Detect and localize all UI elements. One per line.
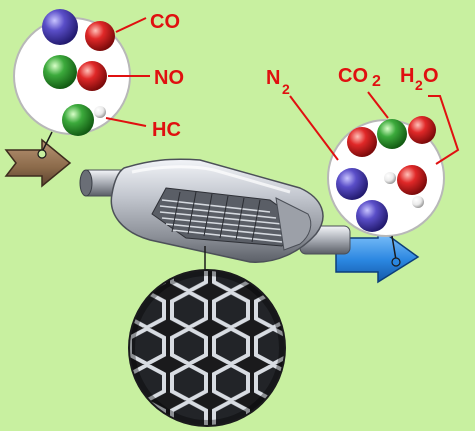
input-gases-bubble [13, 9, 150, 159]
label-co2-base: CO [338, 65, 368, 87]
co2-molecule-oxygen-right [408, 116, 436, 144]
hc-leader [105, 117, 147, 127]
label-no: NO [154, 67, 184, 89]
h2o-molecule-oxygen [397, 165, 427, 195]
input-bubble-pointer [41, 131, 53, 153]
label-h2o-o: O [423, 65, 439, 87]
co2-molecule-oxygen-left [347, 127, 377, 157]
honeycomb-cross-section [128, 269, 286, 427]
n2-leader [289, 95, 339, 161]
n2-molecule-nitrogen-lower [356, 200, 388, 232]
h2o-molecule-hydrogen-left [384, 172, 396, 184]
label-h2o-h: H [400, 65, 414, 87]
catalytic-converter [79, 158, 351, 263]
label-co: CO [150, 11, 180, 33]
inlet-arrow [4, 138, 72, 188]
n2-molecule-nitrogen-upper [336, 168, 368, 200]
co-molecule-oxygen [85, 21, 115, 51]
output-bubble-pointer [391, 235, 397, 261]
h2o-leader [428, 95, 460, 165]
hc-molecule-carbon [62, 104, 94, 136]
no-molecule-nitrogen [43, 55, 77, 89]
label-hc: HC [152, 119, 181, 141]
converter-end-cap [275, 197, 312, 251]
inlet-pipe-opening [79, 169, 93, 197]
label-h2o-subscript: 2 [415, 77, 423, 93]
hc-molecule-hydrogen [94, 106, 106, 118]
output-bubble-pointer-dot [391, 257, 401, 267]
converter-shell-highlight [131, 165, 291, 194]
input-bubble-pointer-dot [37, 149, 47, 159]
h2o-molecule-hydrogen-right [412, 196, 424, 208]
output-gases-bubble [289, 91, 460, 267]
co2-molecule-carbon [377, 119, 407, 149]
co-molecule-carbon [42, 9, 78, 45]
co-leader [115, 17, 147, 33]
converter-cell-walls [171, 191, 261, 243]
no-molecule-oxygen [77, 61, 107, 91]
honeycomb-hexagon-grid [130, 271, 284, 425]
label-n2-subscript: 2 [282, 81, 290, 97]
label-co2-subscript: 2 [372, 73, 381, 90]
label-n2-base: N [266, 67, 280, 89]
co2-leader [367, 91, 389, 119]
